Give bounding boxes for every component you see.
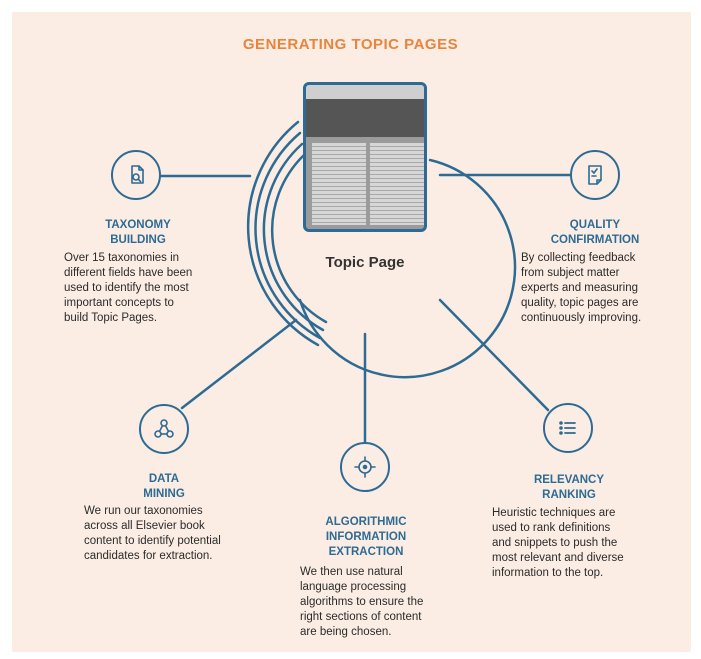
connector-data-mining [180, 318, 298, 410]
algorithmic-description: We then use natural language processing … [300, 566, 424, 638]
data-mining-heading: DATA MINING [143, 473, 185, 500]
relevancy-description: Heuristic techniques are used to rank de… [492, 507, 624, 579]
data-mining-description: We run our taxonomies across all Elsevie… [84, 505, 221, 562]
topic-page-label: Topic Page [325, 254, 405, 271]
arc-4 [270, 153, 328, 324]
arc-2 [254, 131, 322, 340]
topic-page-document-icon [303, 82, 427, 232]
relevancy-heading: RELEVANCY RANKING [533, 474, 605, 501]
document-header-strip [306, 85, 424, 99]
list-icon [543, 403, 593, 453]
page-title: GENERATING TOPIC PAGES [242, 36, 459, 53]
connector-relevancy [438, 298, 550, 412]
network-nodes-icon [139, 404, 189, 454]
quality-description: By collecting feedback from subject matt… [521, 252, 642, 324]
document-right-column [370, 143, 424, 225]
main-circle [298, 158, 517, 379]
algorithmic-heading: ALGORITHMIC INFORMATION EXTRACTION [325, 516, 407, 558]
arc-3 [262, 142, 325, 332]
taxonomy-description: Over 15 taxonomies in different fields h… [64, 252, 193, 324]
quality-heading: QUALITY CONFIRMATION [550, 219, 640, 246]
document-left-column [312, 143, 366, 225]
taxonomy-heading: TAXONOMY BUILDING [105, 219, 171, 246]
crosshair-target-icon [340, 442, 390, 492]
document-title-bar [306, 99, 424, 137]
checklist-document-icon [570, 150, 620, 200]
arc-outer [246, 120, 320, 347]
document-search-icon [111, 150, 161, 200]
